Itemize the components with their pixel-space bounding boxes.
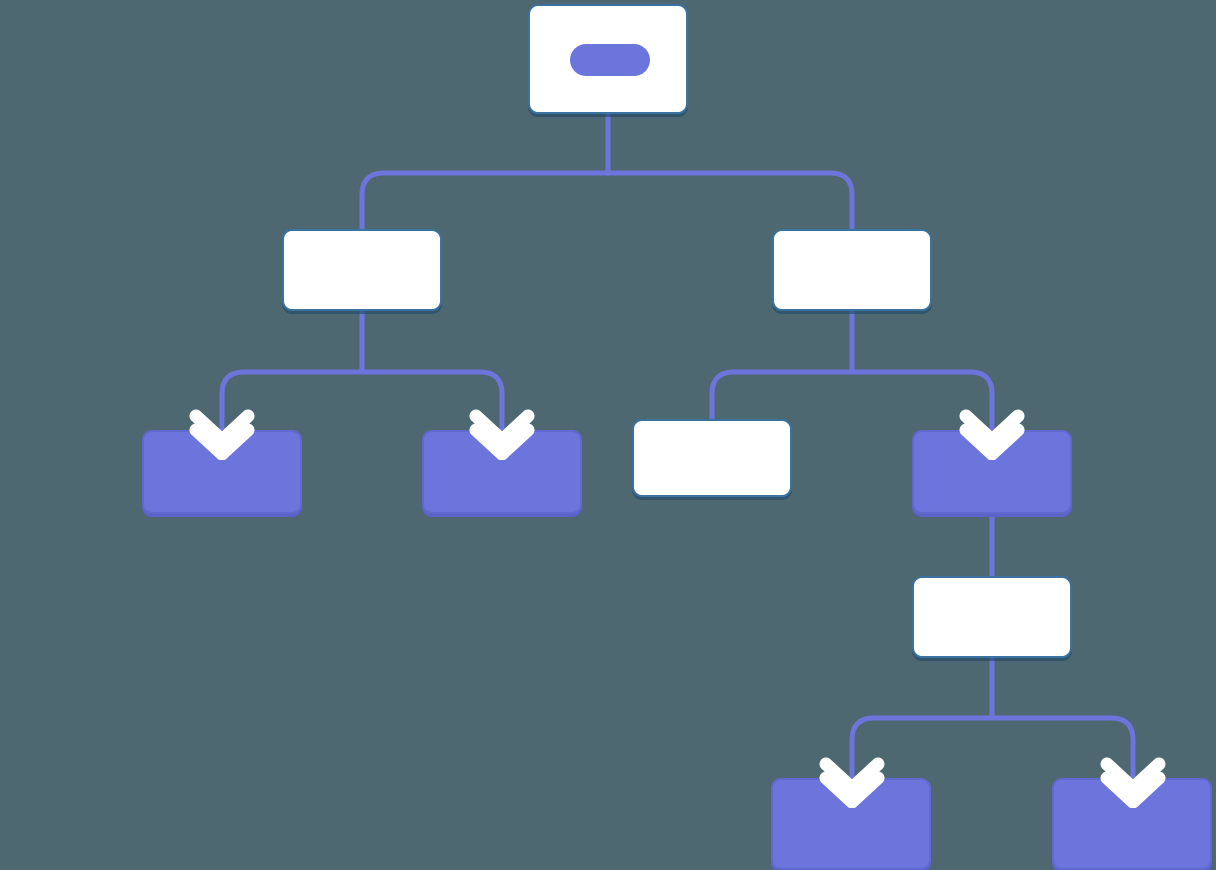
edge-l2a-to-l3a [219, 369, 362, 446]
node-l3d[interactable] [912, 430, 1072, 514]
node-l4mid[interactable] [912, 576, 1072, 658]
node-l3b[interactable] [422, 430, 582, 514]
edge-l2b-to-l3d [852, 369, 995, 446]
edge-l4mid-to-l5b [992, 715, 1136, 794]
pill-badge-icon [570, 44, 650, 76]
edge-root-to-l2b [608, 170, 855, 311]
node-l3a[interactable] [142, 430, 302, 514]
node-l2a[interactable] [282, 229, 442, 311]
node-l5b[interactable] [1052, 778, 1212, 870]
node-l5a[interactable] [771, 778, 931, 870]
node-l2b[interactable] [772, 229, 932, 311]
node-root[interactable] [528, 4, 688, 114]
edge-l2b-to-l3c [709, 369, 852, 419]
edge-l2a-to-l3b [362, 369, 505, 446]
edge-root-to-l2a [359, 170, 608, 229]
edge-l4mid-to-l5a [849, 715, 992, 794]
node-l3c[interactable] [632, 419, 792, 497]
